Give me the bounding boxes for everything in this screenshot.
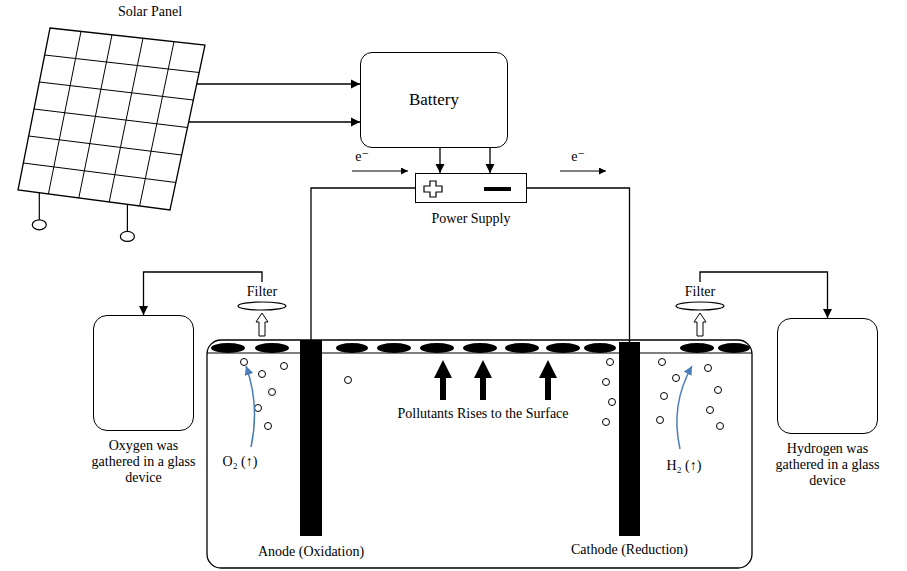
pollutant-blob [255,343,289,353]
gas-bubble [269,389,276,396]
minus-terminal [484,187,511,191]
panel-grid-line [29,136,182,155]
pollutant-blob [211,343,245,353]
gas-label: H₂ (↑) [667,458,702,474]
rising-arrow [539,360,557,400]
gas-bubble [715,387,722,394]
gas-bubble [603,379,610,386]
filter-label: Filter [685,284,716,300]
electrolysis-tank [207,340,752,568]
gas-bubble [661,393,668,400]
pollutant-blob [546,343,580,353]
pollutant-blob [377,343,411,353]
hydrogen-rise-arrow [677,366,692,449]
gas-bubble [607,359,614,366]
panel-leg [127,204,128,231]
wire-connector [311,188,415,340]
box-label: Battery [409,90,459,110]
gas-bubble [707,407,714,414]
terminal-symbols [416,174,528,204]
gas-label: O₂ (↑) [223,454,258,470]
gas-bubble [673,375,680,382]
gas-bubble [659,359,666,366]
wire-connector [527,188,630,342]
electrode-label: Anode (Oxidation) [258,544,364,560]
power-supply-box: Power Supply [415,173,527,203]
electrode-label: Cathode (Reduction) [571,542,688,558]
panel-grid-line [34,109,188,128]
gas-bubble [603,419,610,426]
gas-bubble [705,365,712,372]
pollutant-blob [420,343,454,353]
gas-bubble [657,417,664,424]
hydrogen-container: Hydrogen was gathered in a glass device [777,318,878,434]
panel-leg [39,193,40,220]
rising-arrow [474,360,492,400]
pollutant-blob [718,343,750,353]
filter: Filter [245,284,280,302]
gas-flow-arrow [256,313,268,336]
container-label: Hydrogen was gathered in a glass device [769,441,887,489]
panel-title: Solar Panel [118,4,182,20]
plus-terminal [424,181,442,197]
electron-label: e⁻ [571,149,585,165]
arrow-connector [197,83,360,84]
anode-electrode: Anode (Oxidation) [300,340,322,536]
arrow-connector [700,272,828,318]
pollutant-blob [505,343,539,353]
gas-bubble [255,405,262,412]
gas-bubble [259,371,266,378]
electron-label: e⁻ [355,149,369,165]
panel-foot [120,231,134,241]
gas-bubble [609,399,616,406]
electron-flow-arrow [352,171,408,172]
gas-bubble [281,363,288,370]
arrow-connector [489,148,490,173]
cathode-electrode: Cathode (Reduction) [619,342,640,536]
filter-disc [238,302,286,310]
oxygen-rise-arrow [246,366,255,447]
arrow-connector [189,121,360,122]
gas-bubble [345,377,352,384]
battery-box: Battery [360,52,508,148]
filter: Filter [683,284,718,302]
panel-grid-line [39,82,193,100]
oxygen-container: Oxygen was gathered in a glass device [93,315,194,431]
filter-label: Filter [247,284,278,300]
solar-panel-grid [15,26,210,211]
gas-flow-arrow [694,313,706,336]
panel-grid-line [23,163,176,183]
pollutant-blob [584,343,616,353]
rising-arrow [434,360,452,400]
panel-frame [18,28,205,210]
electron-flow-arrow [560,171,606,172]
pollutant-blob [463,343,497,353]
panel-foot [32,220,46,230]
gas-bubble [241,359,248,366]
solar-panel: Solar Panel [15,26,210,211]
arrow-connector [144,272,263,315]
box-label: Power Supply [432,211,511,227]
arrow-connector [439,148,440,173]
gas-bubble [717,423,724,430]
pollutant-blob [680,343,714,353]
gas-bubble [265,423,272,430]
pollutant-blob [336,343,368,353]
process-note: Pollutants Rises to the Surface [397,406,568,422]
panel-grid-line [45,55,200,73]
filter-disc [676,302,724,310]
container-label: Oxygen was gathered in a glass device [85,438,203,486]
